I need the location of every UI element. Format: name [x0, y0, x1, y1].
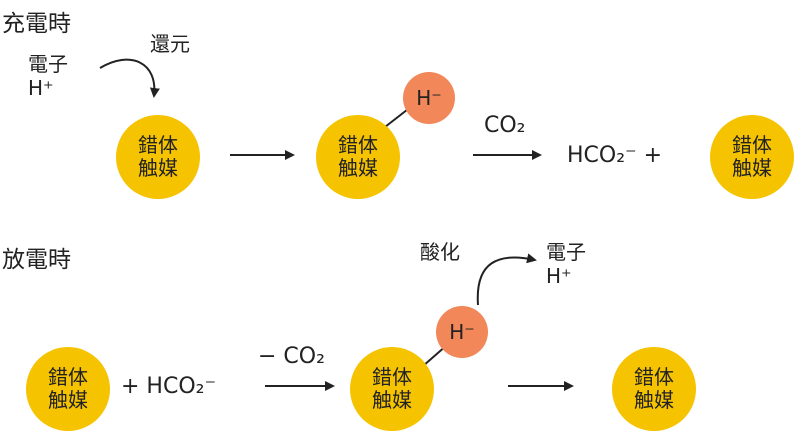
hydride-label: H⁻	[449, 320, 475, 344]
discharge-catalyst-1: 錯体 触媒	[26, 347, 110, 431]
catalyst-label: 錯体 触媒	[372, 365, 412, 412]
discharge-catalyst-2: 錯体 触媒	[350, 347, 434, 431]
catalyst-label: 錯体 触媒	[634, 365, 674, 412]
oxidation-curve-arrow	[476, 253, 537, 306]
charge-catalyst-2: 錯体 触媒	[316, 115, 400, 199]
discharge-electron-label: 電子 H⁺	[546, 240, 586, 288]
charge-catalyst-3: 錯体 触媒	[710, 115, 794, 199]
charge-hydride: H⁻	[403, 72, 455, 124]
hydride-label: H⁻	[416, 86, 442, 110]
reduction-curve-arrow	[99, 58, 160, 98]
charge-electron-label: 電子 H⁺	[28, 52, 68, 100]
charge-section-title: 充電時	[2, 11, 71, 37]
charge-catalyst-1: 錯体 触媒	[116, 115, 200, 199]
discharge-hydride: H⁻	[436, 306, 488, 358]
discharge-section-title: 放電時	[2, 247, 71, 273]
minus-co2-label: − CO₂	[258, 344, 325, 369]
plus-formate-label: + HCO₂⁻	[121, 374, 217, 399]
catalyst-label: 錯体 触媒	[48, 365, 88, 412]
reduction-label: 還元	[150, 32, 190, 56]
catalyst-label: 錯体 触媒	[338, 133, 378, 180]
oxidation-label: 酸化	[420, 240, 460, 264]
co2-label: CO₂	[484, 113, 526, 138]
discharge-catalyst-3: 錯体 触媒	[612, 347, 696, 431]
catalyst-label: 錯体 触媒	[138, 133, 178, 180]
formate-product-label: HCO₂⁻ +	[567, 143, 663, 168]
catalyst-label: 錯体 触媒	[732, 133, 772, 180]
